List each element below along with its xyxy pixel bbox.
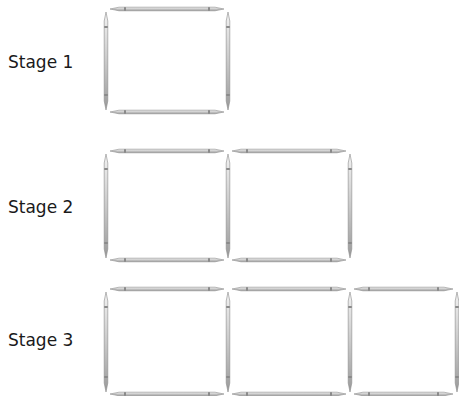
toothpick	[104, 154, 108, 258]
toothpick	[104, 292, 108, 392]
toothpick	[110, 110, 224, 114]
toothpick	[348, 154, 352, 258]
stage-label: Stage 1	[8, 52, 73, 72]
toothpick	[226, 12, 230, 110]
toothpick	[354, 287, 453, 291]
toothpick	[232, 287, 346, 291]
toothpick	[455, 292, 459, 392]
toothpick	[226, 154, 230, 258]
toothpick	[232, 149, 346, 153]
toothpick	[110, 7, 224, 11]
stage-label: Stage 3	[8, 330, 73, 350]
toothpick	[232, 392, 346, 396]
toothpick	[110, 258, 224, 262]
toothpick	[110, 149, 224, 153]
toothpick	[232, 258, 346, 262]
toothpick	[110, 287, 224, 291]
stage-label: Stage 2	[8, 197, 73, 217]
toothpick	[348, 292, 352, 392]
toothpick	[354, 392, 453, 396]
toothpick	[110, 392, 224, 396]
toothpick	[226, 292, 230, 392]
toothpick	[104, 12, 108, 110]
